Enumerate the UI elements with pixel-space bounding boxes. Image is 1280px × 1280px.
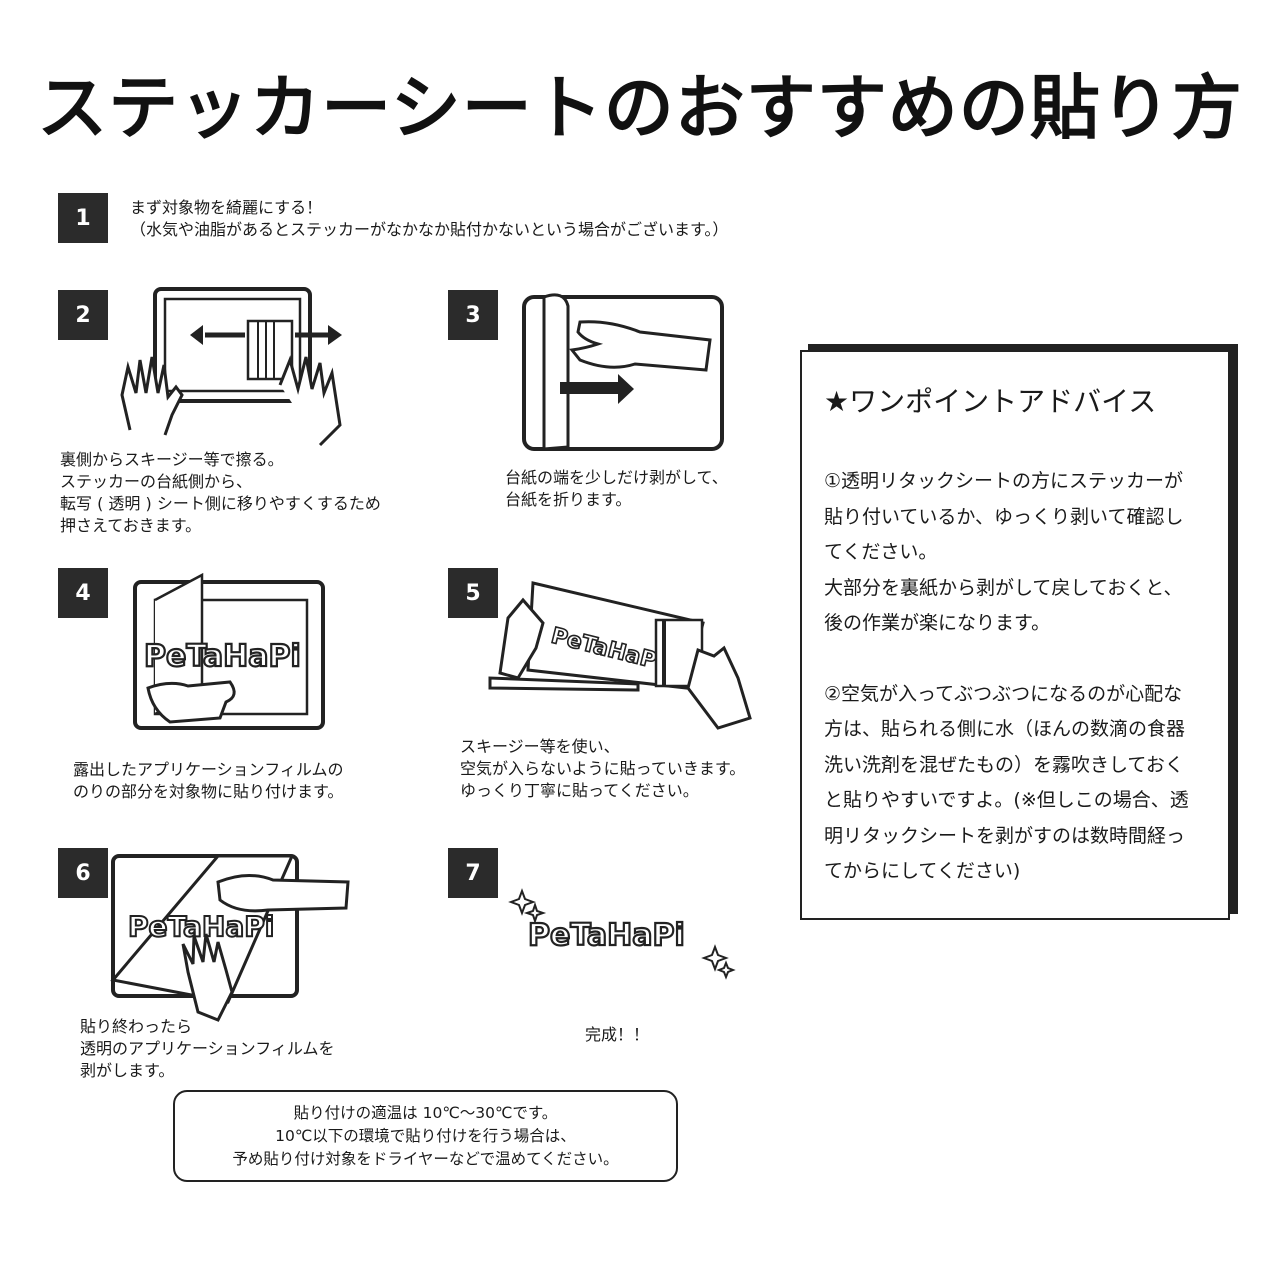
advice-body: ①透明リタックシートの方にステッカーが 貼り付いているか、ゆっくり剥いて確認し …: [824, 464, 1224, 890]
step-6-line: 貼り終わったら: [80, 1017, 193, 1036]
step-1-line: まず対象物を綺麗にする！: [130, 198, 323, 217]
right-hand-icon: [278, 355, 342, 447]
page-title: ステッカーシートのおすすめの貼り方: [37, 67, 1243, 149]
advice-line: 洗い洗剤を混ぜたもの）を霧吹きしておく: [824, 753, 1184, 776]
advice-line: ②空気が入ってぶつぶつになるのが心配な: [824, 682, 1183, 705]
step-2-illustration: [120, 287, 342, 447]
advice-line: 方は、貼られる側に水（ほんの数滴の食器: [824, 718, 1186, 740]
right-hand-icon: [686, 645, 752, 730]
step-7-line: 完成！！: [585, 1025, 650, 1044]
step-3-illustration: [522, 293, 724, 451]
step-3-line: 台紙を折ります。: [505, 490, 632, 509]
advice-line: と貼りやすいですよ。(※但しこの場合、透: [824, 789, 1189, 811]
petahapi-logo: PeTaHaPi: [128, 910, 274, 943]
temperature-notice: 貼り付けの適温は 10℃～30℃です。 10℃以下の環境で貼り付けを行う場合は、…: [173, 1090, 678, 1182]
pressing-hand-icon: [146, 680, 236, 724]
advice-line: てからにしてください): [824, 860, 1021, 882]
notice-line: 予め貼り付け対象をドライヤーなどで温めてください。: [232, 1150, 619, 1168]
step-7-illustration: PeTaHaPi: [508, 888, 736, 980]
step-6-line: 透明のアプリケーションフィルムを: [80, 1039, 335, 1058]
step-7-badge: 7: [448, 848, 498, 898]
step-4-badge: 4: [58, 568, 108, 618]
step-4-line: 露出したアプリケーションフィルムの: [73, 760, 344, 779]
step-5-badge: 5: [448, 568, 498, 618]
step-2-text: 裏側からスキージー等で擦る。 ステッカーの台紙側から、 転写 ( 透明 ) シー…: [60, 449, 381, 537]
step-3-badge: 3: [448, 290, 498, 340]
step-7-text: 完成！！: [585, 1024, 649, 1046]
advice-line: 後の作業が楽になります。: [824, 612, 1051, 634]
step-6-text: 貼り終わったら 透明のアプリケーションフィルムを 剥がします。: [80, 1016, 335, 1082]
step-6-badge: 6: [58, 848, 108, 898]
step-4-illustration: PeTaHaPi: [133, 572, 325, 730]
petahapi-logo: PeTaHaPi: [528, 918, 685, 953]
pulling-hand-icon: [569, 320, 712, 372]
step-2-line: ステッカーの台紙側から、: [60, 472, 253, 491]
notice-line: 10℃以下の環境で貼り付けを行う場合は、: [275, 1127, 576, 1145]
advice-spacer: [824, 642, 1224, 677]
pressing-hand-icon: [181, 933, 234, 1022]
advice-line: 大部分を裏紙から剥がして戻しておくと、: [824, 576, 1183, 599]
advice-title: ★ワンポイントアドバイス: [824, 385, 1157, 418]
step-2-line: 押さえておきます。: [60, 516, 202, 535]
step-2-line: 転写 ( 透明 ) シート側に移りやすくするため: [60, 494, 381, 513]
step-1-line: （水気や油脂があるとステッカーがなかなか貼付かないという場合がございます。）: [130, 220, 729, 239]
advice-line: 貼り付いているか、ゆっくり剥いて確認し: [824, 505, 1184, 528]
step-5-line: ゆっくり丁寧に貼ってください。: [460, 781, 699, 800]
sparkle-icon: [508, 888, 536, 916]
sparkle-icon: [716, 960, 736, 980]
step-6-line: 剥がします。: [80, 1061, 175, 1080]
step-4-line: のりの部分を対象物に貼り付けます。: [73, 782, 344, 801]
petahapi-logo: PeTaHaPi: [144, 639, 301, 674]
step-3-line: 台紙の端を少しだけ剥がして、: [505, 468, 728, 487]
step-1-badge: 1: [58, 193, 108, 243]
step-6-illustration: PeTaHaPi: [110, 854, 350, 1022]
step-4-text: 露出したアプリケーションフィルムの のりの部分を対象物に貼り付けます。: [73, 759, 344, 803]
advice-line: ①透明リタックシートの方にステッカーが: [824, 470, 1184, 492]
step-5-illustration: PeTaHaPi: [488, 581, 752, 730]
left-hand-icon: [120, 356, 184, 436]
step-2-badge: 2: [58, 290, 108, 340]
sparkle-icon: [701, 944, 729, 972]
step-2-line: 裏側からスキージー等で擦る。: [60, 450, 284, 469]
step-1-text: まず対象物を綺麗にする！ （水気や油脂があるとステッカーがなかなか貼付かないとい…: [130, 197, 728, 241]
peeling-hand-icon: [216, 874, 350, 913]
advice-box: ★ワンポイントアドバイス ①透明リタックシートの方にステッカーが 貼り付いている…: [800, 350, 1230, 920]
step-5-line: 空気が入らないように貼っていきます。: [460, 759, 746, 778]
sparkle-icon: [523, 901, 547, 925]
step-3-text: 台紙の端を少しだけ剥がして、 台紙を折ります。: [505, 467, 728, 511]
advice-line: てください。: [824, 541, 938, 563]
advice-line: 明リタックシートを剥がすのは数時間経っ: [824, 824, 1186, 847]
step-5-text: スキージー等を使い、 空気が入らないように貼っていきます。 ゆっくり丁寧に貼って…: [460, 736, 745, 802]
notice-line: 貼り付けの適温は 10℃～30℃です。: [293, 1104, 558, 1122]
step-5-line: スキージー等を使い、: [460, 737, 620, 756]
left-hand-icon: [498, 597, 545, 680]
